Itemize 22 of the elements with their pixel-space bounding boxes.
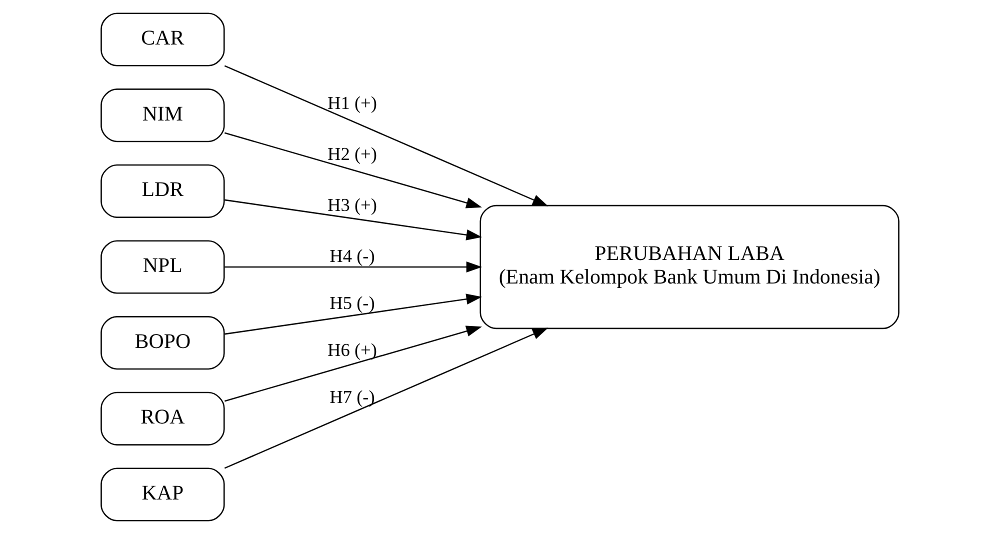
node-box: ROA xyxy=(100,392,224,446)
arrow xyxy=(224,199,482,240)
edge-label: H7 (-) xyxy=(329,387,374,408)
arrow xyxy=(224,65,548,206)
edge-label: H1 (+) xyxy=(327,93,376,114)
arrow xyxy=(224,262,482,272)
edge-label: H4 (-) xyxy=(329,246,374,266)
node-box: LDR xyxy=(100,164,224,218)
edge-label: H5 (-) xyxy=(329,293,374,314)
node-box: NPL xyxy=(100,240,224,294)
edge-label: H2 (+) xyxy=(327,144,376,164)
arrow xyxy=(224,294,482,335)
arrow xyxy=(224,326,482,402)
arrow xyxy=(224,328,548,469)
node-box: NIM xyxy=(100,88,224,142)
node-box: KAP xyxy=(100,468,224,522)
node-box: BOPO xyxy=(100,316,224,370)
arrow xyxy=(224,132,482,208)
edge-label: H6 (+) xyxy=(327,340,376,360)
node-box: CAR xyxy=(100,12,224,66)
edge-label: H3 (+) xyxy=(327,195,376,216)
node-box: PERUBAHAN LABA (Enam Kelompok Bank Umum Di Indonesia) xyxy=(479,204,899,330)
